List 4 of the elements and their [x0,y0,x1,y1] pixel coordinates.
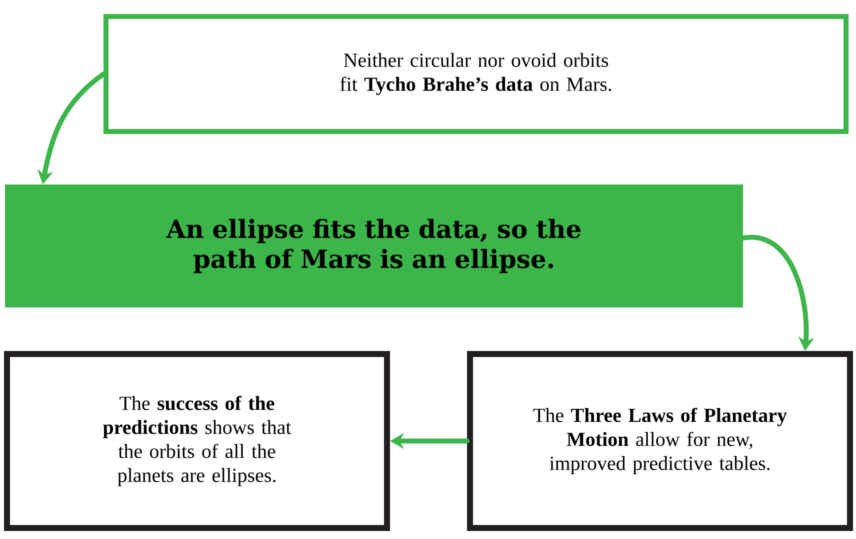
process-box: The Three Laws of Planetary Motion allow for new, improved predictive tables. [467,351,853,531]
process-box: The success of the predictions shows that the orbits of all the planets are ellipses. [4,351,390,531]
statement-band: An ellipse fits the data, so the path of Mars is an ellipse. [5,184,743,308]
note-box: Neither circular nor ovoid orbits fit Tycho Brahe’s data on Mars. [104,14,848,134]
